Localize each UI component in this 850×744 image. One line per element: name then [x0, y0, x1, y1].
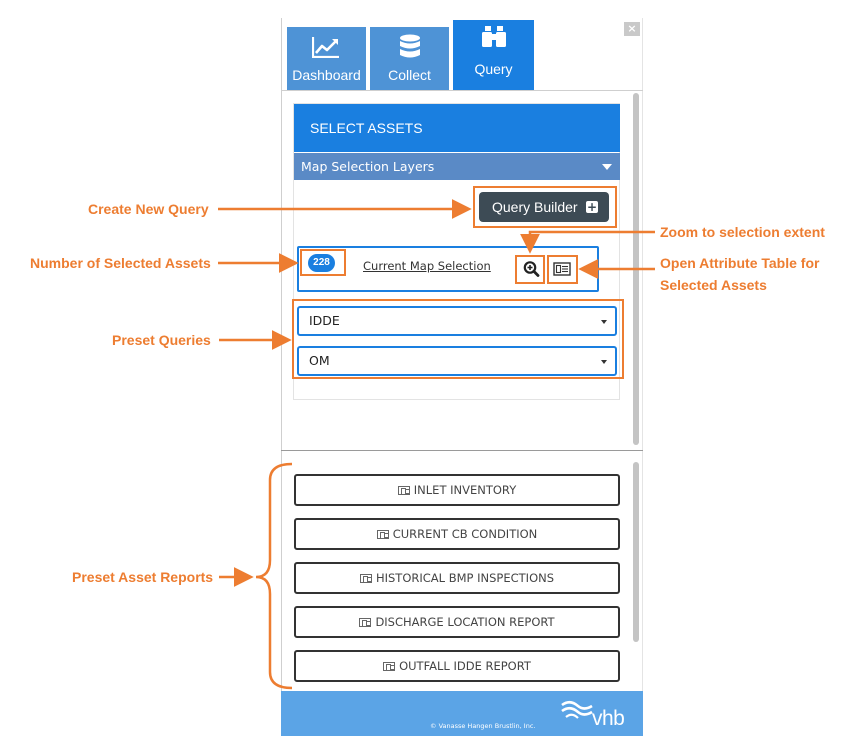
report-icon: [376, 530, 389, 539]
annotation-open-attribute-2: Selected Assets: [660, 277, 767, 293]
report-button[interactable]: CURRENT CB CONDITION: [294, 518, 620, 550]
annotation-number-selected: Number of Selected Assets: [30, 255, 211, 271]
scrollbar-thumb[interactable]: [633, 462, 639, 642]
tab-query-label: Query: [474, 61, 513, 77]
chevron-down-icon: [602, 164, 612, 170]
report-button[interactable]: INLET INVENTORY: [294, 474, 620, 506]
line-chart-icon: [312, 37, 339, 58]
report-icon: [383, 662, 396, 671]
zoom-to-selection-button[interactable]: [519, 258, 543, 280]
tab-query[interactable]: Query: [453, 20, 534, 90]
tab-collect-label: Collect: [388, 67, 431, 83]
plus-square-icon: +: [586, 200, 598, 214]
database-icon: [400, 34, 420, 58]
current-selection-row: [297, 246, 599, 292]
highlight-table-button: [547, 255, 578, 284]
report-label: OUTFALL IDDE REPORT: [399, 659, 531, 673]
caret-down-icon: [601, 320, 607, 324]
vhb-logo-text: vhb: [592, 707, 625, 730]
report-label: HISTORICAL BMP INSPECTIONS: [375, 571, 555, 585]
close-button[interactable]: ×: [624, 22, 640, 36]
report-label: CURRENT CB CONDITION: [392, 527, 538, 541]
preset-query-value: IDDE: [309, 313, 340, 328]
caret-down-icon: [601, 360, 607, 364]
highlight-zoom-button: [515, 255, 545, 284]
binoculars-icon: [482, 26, 506, 47]
query-builder-label: Query Builder: [492, 199, 578, 215]
tab-collect[interactable]: Collect: [370, 27, 449, 90]
section-divider: [281, 450, 643, 451]
highlight-preset-queries: [292, 299, 624, 379]
selection-count-badge: 228: [308, 254, 335, 272]
preset-query-dropdown[interactable]: IDDE: [297, 306, 617, 336]
select-assets-header: SELECT ASSETS: [294, 104, 620, 152]
annotation-preset-queries: Preset Queries: [112, 332, 211, 348]
open-attribute-table-button[interactable]: [549, 258, 575, 280]
tab-divider: [281, 90, 643, 91]
preset-query-value: OM: [309, 353, 330, 368]
report-icon: [359, 618, 372, 627]
report-button[interactable]: DISCHARGE LOCATION REPORT: [294, 606, 620, 638]
annotation-create-new-query: Create New Query: [88, 201, 209, 217]
table-icon: [553, 262, 571, 276]
report-button[interactable]: OUTFALL IDDE REPORT: [294, 650, 620, 682]
highlight-query-builder: [473, 186, 617, 228]
preset-query-dropdown[interactable]: OM: [297, 346, 617, 376]
annotation-preset-reports: Preset Asset Reports: [72, 569, 214, 585]
zoom-in-icon: [523, 261, 540, 277]
annotation-zoom-extent: Zoom to selection extent: [660, 224, 825, 240]
report-button[interactable]: HISTORICAL BMP INSPECTIONS: [294, 562, 620, 594]
copyright-text: © Vanasse Hangen Brustlin, Inc.: [430, 722, 536, 730]
vhb-logo-icon: [561, 700, 593, 719]
report-label: DISCHARGE LOCATION REPORT: [375, 615, 555, 629]
report-label: INLET INVENTORY: [413, 483, 517, 497]
map-selection-layers-dropdown[interactable]: Map Selection Layers: [294, 153, 620, 180]
highlight-count-badge: [300, 249, 346, 276]
current-map-selection-link[interactable]: Current Map Selection: [363, 259, 491, 273]
report-icon: [359, 574, 372, 583]
tab-dashboard[interactable]: Dashboard: [287, 27, 366, 90]
report-icon: [397, 486, 410, 495]
tab-dashboard-label: Dashboard: [292, 67, 361, 83]
annotation-open-attribute-1: Open Attribute Table for: [660, 255, 820, 271]
